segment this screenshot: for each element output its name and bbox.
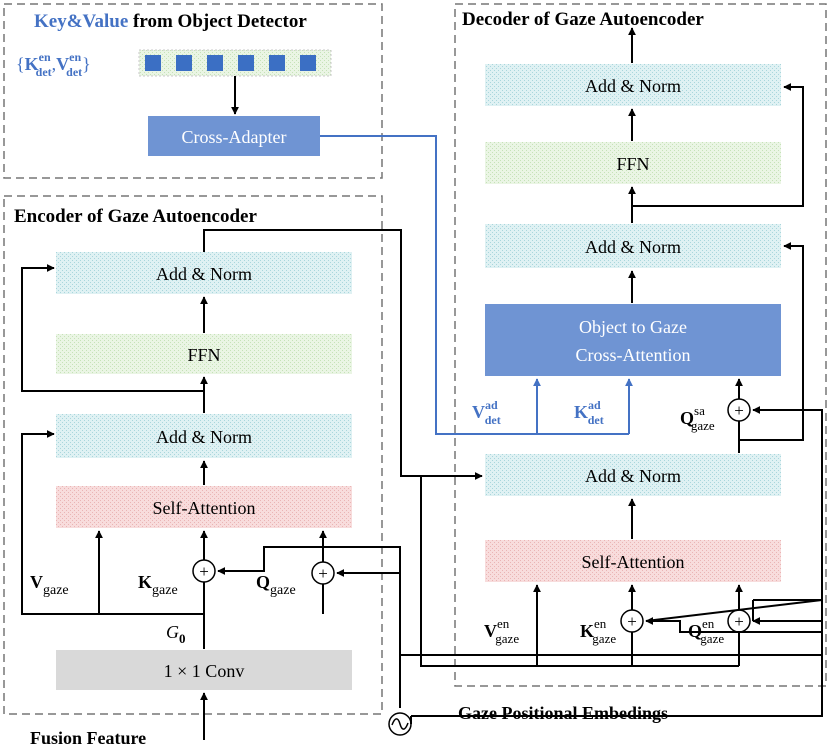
decoder-add-norm-mid — [485, 224, 781, 268]
encoder-add-norm-bottom — [56, 414, 352, 458]
detector-token — [145, 55, 161, 71]
encoder-frame — [3, 195, 383, 715]
encoder-k-add-circle — [192, 559, 216, 583]
cross-adapter-label: Cross-Adapter — [182, 127, 287, 147]
detector-token-strip — [138, 49, 332, 77]
decoder-self-attention-label: Self-Attention — [582, 552, 685, 572]
encoder-q-gaze-label: Qgaze — [256, 572, 296, 598]
cross-attention-label-line1: Object to Gaze — [579, 317, 687, 337]
detector-token — [176, 55, 192, 71]
detector-token — [300, 55, 316, 71]
fusion-feature-label: Fusion Feature — [30, 728, 146, 747]
encoder-self-attention-label: Self-Attention — [153, 498, 256, 518]
decoder-add-norm-bottom — [485, 454, 781, 496]
cross-attention-label-line2: Cross-Attention — [576, 345, 691, 365]
decoder-panel: Decoder of Gaze Autoencoder Add & Norm F… — [454, 3, 827, 687]
encoder-add-norm-top — [56, 252, 352, 294]
cross-attention-block — [485, 304, 781, 376]
svg-text:+: + — [734, 401, 744, 420]
conv-label: 1 × 1 Conv — [164, 661, 245, 681]
encoder-q-add-circle — [311, 561, 335, 585]
decoder-ffn-block — [485, 142, 781, 184]
positional-embedding-label: Gaze Positional Embedings — [458, 703, 668, 723]
svg-text:+: + — [199, 562, 209, 581]
detector-token — [269, 55, 285, 71]
encoder-k-gaze-label: Kgaze — [138, 572, 178, 598]
decoder-add-norm-mid-label: Add & Norm — [585, 237, 681, 257]
encoder-panel: Encoder of Gaze Autoencoder Add & Norm F… — [3, 195, 383, 747]
decoder-frame — [454, 3, 827, 687]
g0-label: G0 — [166, 622, 186, 646]
token-strip-background — [138, 49, 332, 77]
encoder-add-norm-bottom-label: Add & Norm — [156, 427, 252, 447]
detector-token — [207, 55, 223, 71]
svg-text:+: + — [734, 612, 744, 631]
svg-text:+: + — [318, 564, 328, 583]
encoder-v-gaze-label: Vgaze — [30, 572, 69, 598]
connections: Gaze Positional Embedings — [203, 135, 823, 736]
decoder-ffn-label: FFN — [616, 154, 649, 174]
encoder-ffn-block — [56, 334, 352, 374]
encoder-title: Encoder of Gaze Autoencoder — [14, 206, 257, 227]
conv-block — [56, 650, 352, 690]
decoder-add-norm-top-label: Add & Norm — [585, 76, 681, 96]
decoder-add-norm-bottom-label: Add & Norm — [585, 466, 681, 486]
encoder-ffn-label: FFN — [187, 345, 220, 365]
object-detector-frame — [3, 3, 383, 179]
detector-token — [238, 55, 254, 71]
decoder-add-norm-top — [485, 64, 781, 106]
object-detector-title: Key&Value from Object Detector — [34, 11, 307, 32]
svg-text:+: + — [627, 612, 637, 631]
cross-adapter-block — [148, 116, 320, 156]
decoder-k-en-add-circle — [620, 609, 644, 633]
encoder-self-attention-block — [56, 486, 352, 528]
decoder-title: Decoder of Gaze Autoencoder — [462, 9, 704, 30]
decoder-self-attention-block — [485, 540, 781, 582]
decoder-q-sa-add-circle — [727, 398, 751, 422]
encoder-add-norm-top-label: Add & Norm — [156, 264, 252, 284]
